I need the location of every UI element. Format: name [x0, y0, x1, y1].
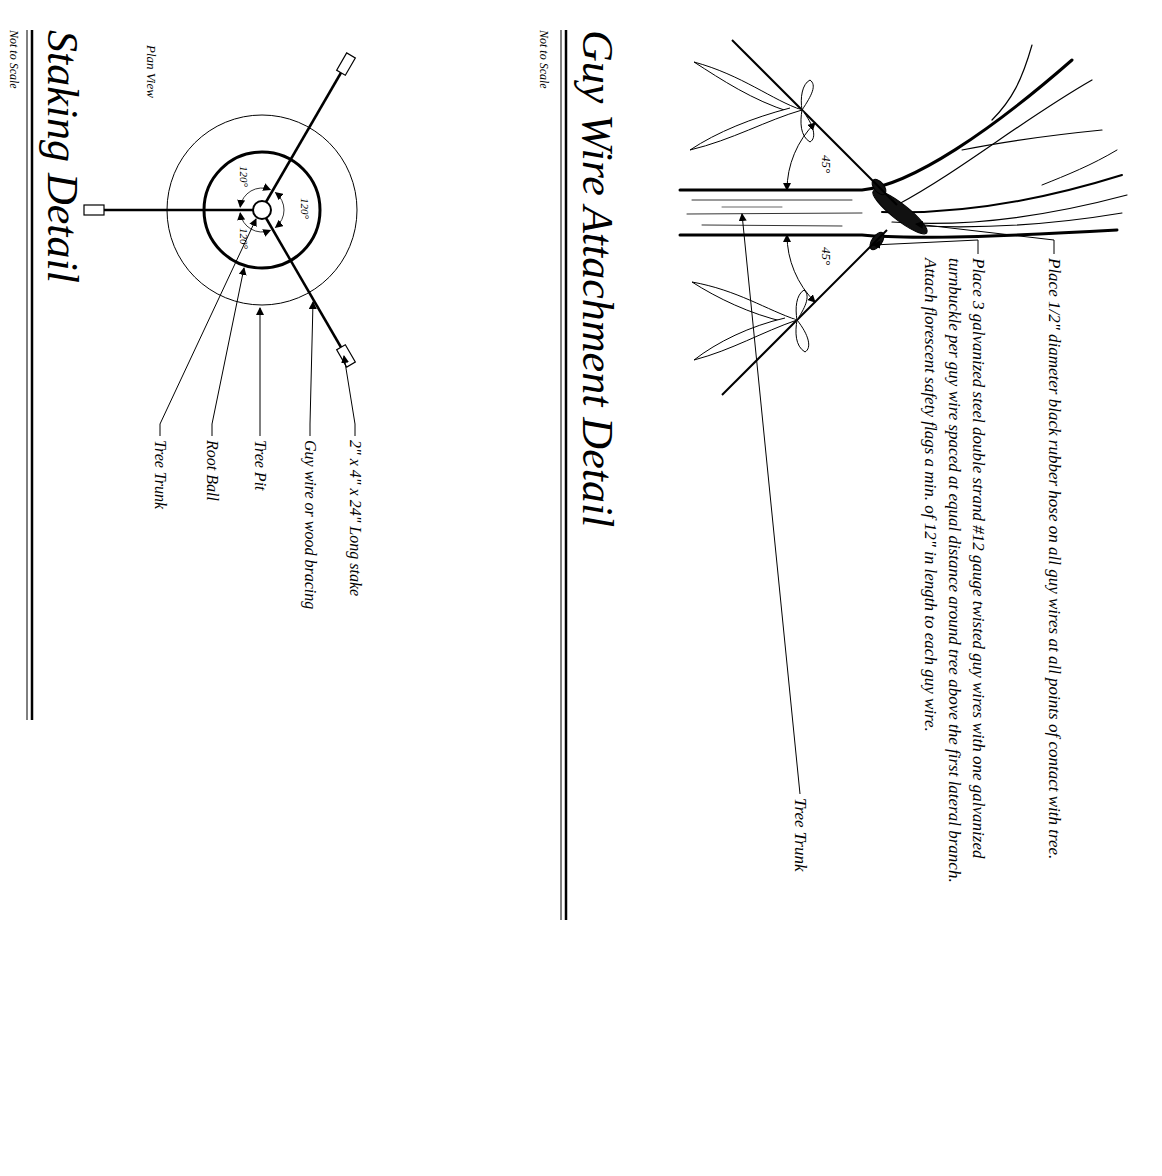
tree-drawing: [702, 225, 842, 226]
stake: [337, 345, 356, 367]
leader-line: [916, 224, 1054, 254]
safety-flag: [796, 320, 809, 352]
callout-label: Root Ball: [201, 440, 223, 501]
tree-drawing: [692, 200, 852, 201]
plan-view: [102, 209, 253, 212]
title-underline: [27, 30, 28, 720]
leader-line: [160, 219, 355, 436]
callout-note: Place 1/2" diameter black rubber hose on…: [1042, 258, 1066, 898]
tree-drawing: [680, 60, 1072, 190]
callout-label: Guy wire or wood bracing: [299, 440, 321, 609]
tree-drawing: [1042, 150, 1117, 185]
stake: [84, 53, 355, 367]
view-label: Plan View: [142, 45, 160, 98]
tree-drawing: [680, 230, 1117, 237]
callout-label: 2" x 4" x 24" Long stake: [344, 440, 366, 596]
leader-line: [260, 308, 261, 436]
angle-label: 120°: [297, 198, 312, 219]
callout-label: Tree Trunk: [149, 440, 171, 509]
detail-title: Staking Detail: [36, 30, 87, 283]
stake: [337, 53, 356, 75]
angle-label: 120°: [236, 166, 251, 187]
safety-flag: [694, 318, 797, 360]
tree-drawing: [922, 213, 1122, 227]
angle-arc: [787, 123, 815, 190]
angle-label: 45°: [817, 247, 835, 265]
leader-line: [160, 219, 256, 436]
angle-label: 45°: [817, 155, 835, 173]
tree-drawing: [962, 130, 1102, 150]
scale-note: Not to Scale: [7, 30, 21, 89]
plan-view: [266, 71, 342, 202]
angle-arc: [276, 193, 284, 228]
detail-title: Guy Wire Attachment Detail: [571, 30, 622, 527]
angle-label: 120°: [236, 228, 251, 249]
callout-label: Tree Trunk: [788, 798, 812, 872]
tree-drawing: [687, 213, 862, 214]
leader-line: [742, 214, 1054, 794]
guy-wire: [722, 230, 887, 395]
tree-drawing: [897, 80, 1092, 205]
tree-drawing: [992, 45, 1032, 120]
safety-flag: [801, 80, 813, 110]
leader-line: [310, 302, 313, 436]
plan-view: [253, 201, 271, 219]
callout-note: Place 3 galvanized steel double strand #…: [919, 258, 990, 898]
leader-line: [344, 356, 355, 436]
leader-line: [873, 240, 978, 254]
safety-flag: [796, 290, 807, 320]
title-underline: [31, 30, 34, 720]
title-underline: [27, 30, 566, 920]
tree-drawing: [882, 175, 1122, 212]
plan-view: [102, 71, 357, 349]
safety-flag: [694, 62, 802, 112]
safety-flag: [690, 108, 802, 150]
leader-line: [212, 268, 244, 436]
tree-drawing: [722, 207, 782, 208]
plan-view: [266, 218, 342, 349]
callout-label: Tree Pit: [249, 440, 271, 491]
angle-arc: [787, 235, 815, 302]
angle-arc: [240, 188, 284, 232]
scale-note: Not to Scale: [535, 30, 552, 89]
leader-line: [742, 214, 800, 794]
tree-drawing: [892, 195, 1127, 223]
title-underline: [565, 30, 568, 920]
title-underline: [561, 30, 562, 920]
stake: [84, 205, 104, 215]
safety-flag: [692, 282, 797, 322]
angle-arc: [240, 188, 270, 207]
angle-arc: [787, 123, 815, 302]
